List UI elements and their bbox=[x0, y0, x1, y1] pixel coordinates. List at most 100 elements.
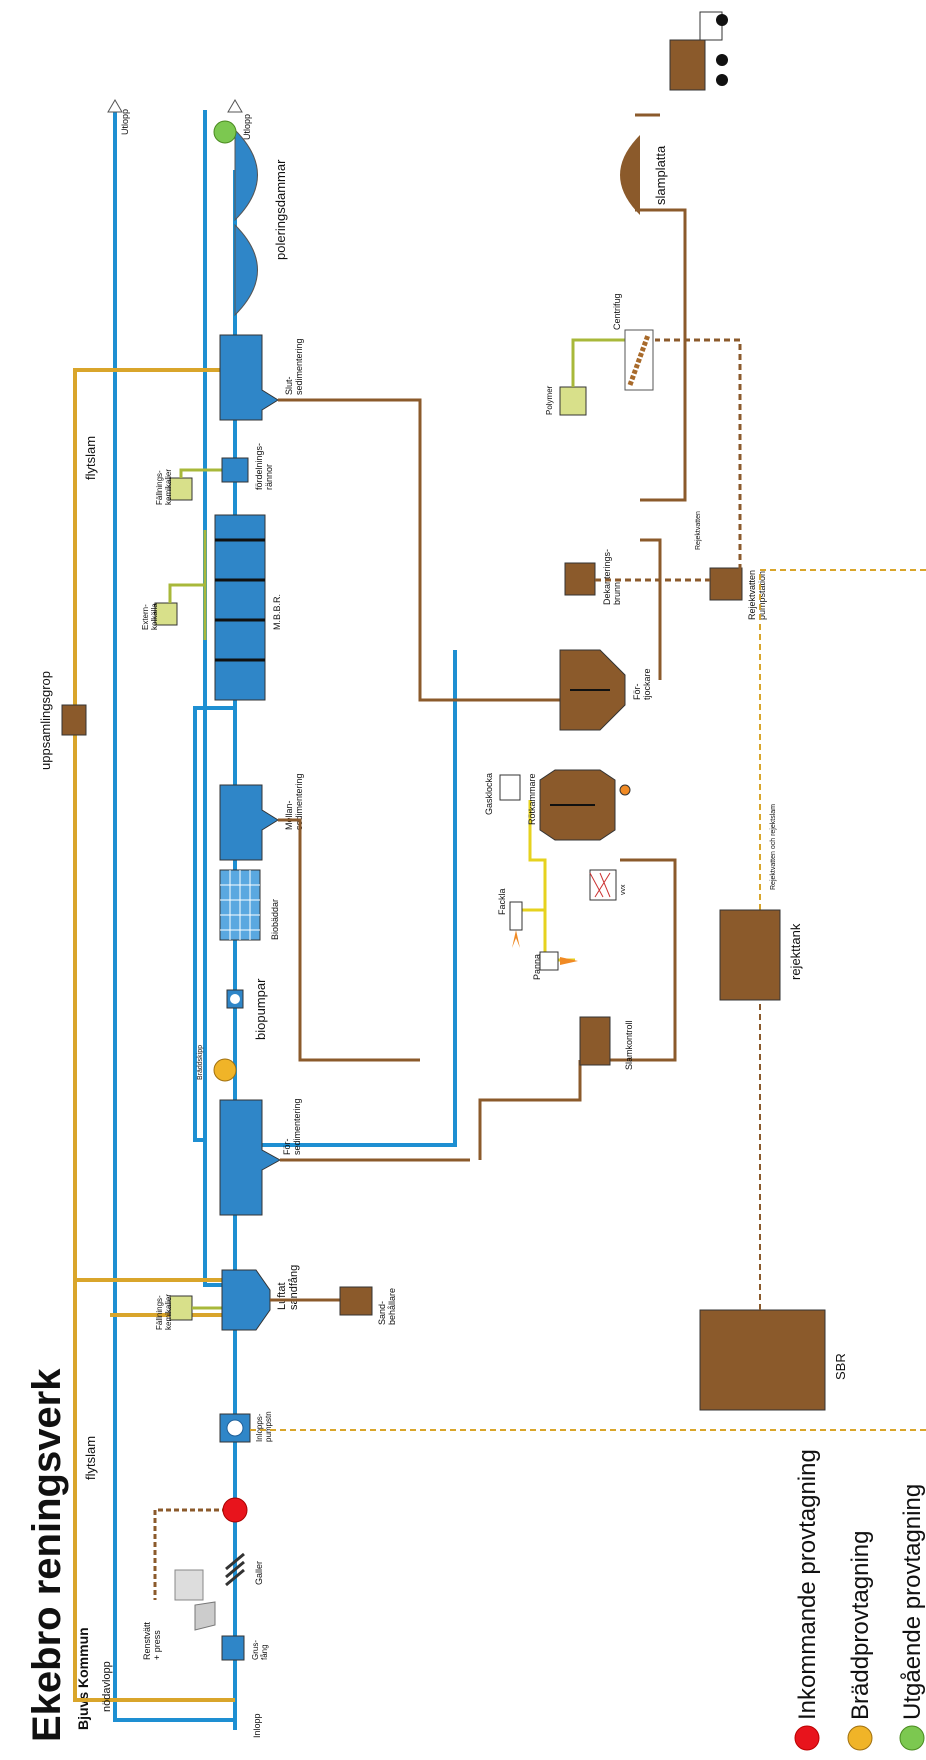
truck-wheel-3 bbox=[716, 14, 728, 26]
truck-icon bbox=[669, 11, 728, 91]
legend: Inkommande provtagning Bräddprovtagning … bbox=[794, 1449, 926, 1751]
flytslam-left-label: flytslam bbox=[83, 1436, 98, 1480]
floating-sludge-lines bbox=[73, 368, 235, 1702]
fordelningsrannor-label: fördelnings-rännor bbox=[254, 443, 274, 490]
utlopp-pond-arrow bbox=[227, 99, 243, 113]
flytslam-line bbox=[73, 368, 235, 1702]
panna-label: Panna bbox=[532, 954, 542, 980]
legend-overflow-label: Bräddprovtagning bbox=[847, 1531, 874, 1720]
fallning-2-label: Fällnings-kemikalier bbox=[155, 469, 173, 505]
fortjockare-to-centrifug bbox=[640, 538, 662, 680]
utlopp-top-arrow bbox=[107, 99, 123, 113]
polymer-label: Polymer bbox=[545, 385, 554, 415]
biobaddar-label: Biobäddar bbox=[270, 899, 280, 940]
rejektvatten-pumpstation-tank bbox=[709, 567, 743, 601]
legend-outgoing-label: Utgående provtagning bbox=[899, 1484, 926, 1720]
dekanteringsbrunn-tank bbox=[564, 562, 596, 596]
poleringsdamm-2 bbox=[234, 128, 258, 222]
sludge-lines bbox=[278, 113, 687, 1162]
fackla-box bbox=[509, 901, 523, 931]
renstvatt-line bbox=[153, 1508, 235, 1600]
centrifug-to-slamplatta bbox=[635, 208, 687, 502]
legend-overflow-dot bbox=[847, 1725, 873, 1751]
luftat-sandfang-label: Luftatsandfång bbox=[276, 1265, 300, 1310]
rotkammare-label: Rötkammare bbox=[527, 773, 537, 825]
inkommande-provtagning-point[interactable] bbox=[222, 1497, 248, 1523]
mellansed-label: Mellan-sedimentering bbox=[284, 773, 304, 830]
centrifug-screw bbox=[627, 334, 651, 386]
vvx-coil bbox=[589, 872, 611, 898]
braddskipp-label: Bräddskipp bbox=[197, 1045, 204, 1080]
uppsamlingsgrop-box bbox=[61, 704, 87, 736]
fallning-2-line bbox=[179, 468, 235, 478]
fallning-1-tank bbox=[169, 1295, 193, 1321]
rejektvatten-small-label: Rejektvatten bbox=[695, 511, 702, 550]
utgaende-provtagning-point[interactable] bbox=[213, 120, 237, 144]
truck-bed bbox=[669, 39, 706, 91]
sludge-slut-line bbox=[278, 398, 560, 702]
mbbr-label: M.B.B.R. bbox=[272, 594, 282, 630]
grusfang-label: Grus-fång bbox=[251, 1640, 269, 1660]
forsed-label: För-sedimentering bbox=[282, 1098, 302, 1155]
mellansed-tank bbox=[219, 784, 279, 861]
rotkammare-heater bbox=[619, 784, 631, 796]
rejekt-to-centrifug-line bbox=[655, 338, 742, 570]
renstvatt-label: Renstvätt+ press bbox=[142, 1621, 162, 1660]
legend-incoming-label: Inkommande provtagning bbox=[794, 1449, 821, 1720]
panna-flame bbox=[560, 957, 578, 965]
braddprovtagning-point[interactable] bbox=[213, 1058, 237, 1082]
sandbehallare-label: Sand-behållare bbox=[377, 1288, 397, 1325]
dekanteringsbrunn-label: Dekanterings-brunn bbox=[602, 549, 622, 605]
externkolkalla-tank bbox=[154, 602, 178, 626]
rejektvatten-pumpstation-label: Rejektvattenpumpstation bbox=[747, 570, 767, 620]
gasklocka-tank bbox=[499, 774, 521, 801]
mbbr-loop-line bbox=[193, 706, 235, 1142]
galler-symbol bbox=[225, 1552, 245, 1587]
slamkontroll-to-rot bbox=[600, 858, 677, 1062]
inloppspumpstn-label: Inlopps-pumpstn bbox=[255, 1411, 273, 1442]
sludge-mellan-line bbox=[278, 818, 420, 1062]
slutsed-tank bbox=[219, 334, 279, 421]
fackla-label: Fackla bbox=[497, 888, 507, 915]
outlet-arrows bbox=[107, 99, 243, 113]
vvx-label: vvx bbox=[620, 884, 627, 895]
forsed-tank bbox=[219, 1099, 282, 1216]
flytslam-right-label: flytslam bbox=[83, 436, 98, 480]
slamkontroll-label: Slamkontroll bbox=[624, 1020, 634, 1070]
uppsamlingsgrop-label: uppsamlingsgrop bbox=[38, 671, 53, 770]
slamplatta-pile bbox=[620, 135, 640, 215]
sbr-to-mellan-line bbox=[235, 650, 457, 1147]
panna-box bbox=[539, 951, 559, 971]
fordelningsrannor-tank bbox=[221, 457, 249, 483]
luftat-sandfang-tank bbox=[221, 1269, 271, 1331]
mbbr-tank bbox=[214, 514, 266, 701]
poleringsdamm-1 bbox=[234, 223, 258, 317]
sbr-label: SBR bbox=[833, 1353, 848, 1380]
fallning-2-unit: Fällnings-kemikalier bbox=[155, 468, 235, 505]
centrifug-label: Centrifug bbox=[612, 293, 622, 330]
biobaddar-hatch bbox=[220, 870, 260, 940]
grusfang-tank bbox=[221, 1635, 245, 1661]
sandbehallare-box bbox=[339, 1286, 373, 1316]
slamplatta-label: slamplatta bbox=[653, 145, 668, 205]
renstvatt-box bbox=[174, 1569, 204, 1601]
biobaddar-fill bbox=[220, 870, 260, 940]
inloppspump-icon bbox=[226, 1419, 244, 1437]
rejekttank-box bbox=[719, 909, 781, 1001]
galler-bar-2 bbox=[225, 1560, 245, 1579]
water-lines bbox=[113, 110, 457, 1730]
galler-bar-3 bbox=[225, 1552, 245, 1571]
externkolkalla-label: Extern-kolkälla bbox=[141, 603, 159, 630]
gasklocka-label: Gasklocka bbox=[484, 773, 494, 815]
externkolkalla-line bbox=[168, 530, 207, 640]
diagram-subtitle: Bjuvs Kommun bbox=[75, 1627, 91, 1730]
polymer-line bbox=[571, 338, 625, 387]
renstvatt-unit: Renstvätt+ press bbox=[142, 1508, 235, 1660]
galler-label: Galler bbox=[254, 1561, 264, 1585]
fackla-flame bbox=[512, 930, 520, 948]
galler-bar-1 bbox=[225, 1568, 245, 1587]
utlopp-pond-label: Utlopp bbox=[242, 114, 252, 140]
truck-wheel-2 bbox=[716, 54, 728, 66]
